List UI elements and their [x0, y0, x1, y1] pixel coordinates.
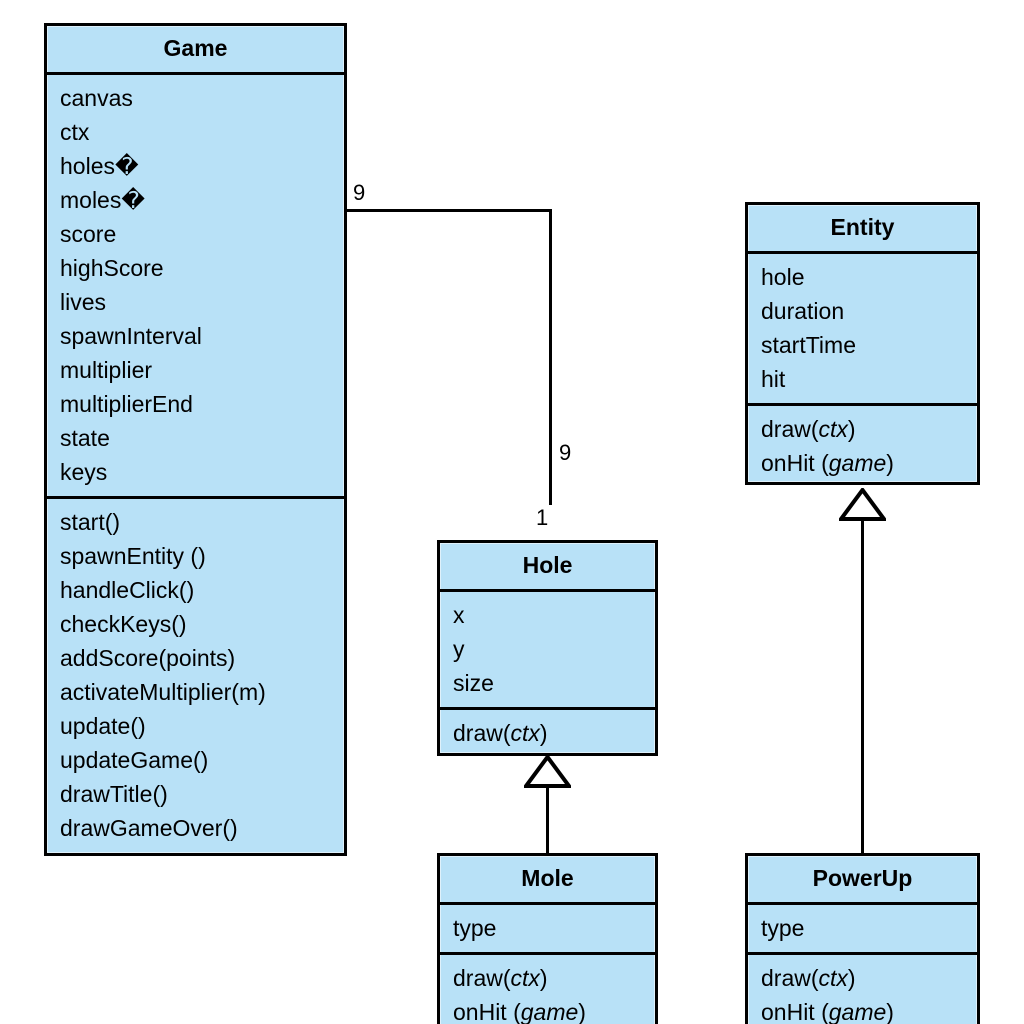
multiplicity-mid: 9 [559, 440, 572, 465]
attribute-row: canvas [60, 85, 133, 111]
class-methods-game: start() spawnEntity () handleClick() che… [47, 496, 344, 852]
attribute-row: size [453, 670, 494, 696]
class-methods-entity: draw(ctx) onHit (game) [748, 403, 977, 487]
class-box-entity[interactable]: Entity hole duration startTime hit draw(… [745, 202, 980, 485]
method-row: spawnEntity () [60, 543, 206, 569]
class-title-powerup: PowerUp [748, 856, 977, 905]
class-attributes-hole: x y size [440, 592, 655, 707]
class-title-entity: Entity [748, 205, 977, 254]
attribute-row: hit [761, 366, 786, 392]
method-row: update() [60, 713, 146, 739]
method-row: drawGameOver() [60, 815, 238, 841]
method-row: onHit (game) [761, 450, 894, 476]
method-row: checkKeys() [60, 611, 187, 637]
attribute-row: type [453, 915, 497, 941]
class-title-hole: Hole [440, 543, 655, 592]
class-title-game: Game [47, 26, 344, 75]
attribute-row: highScore [60, 255, 164, 281]
method-row: draw(ctx) [761, 416, 856, 442]
attribute-row: score [60, 221, 117, 247]
attribute-row: state [60, 425, 110, 451]
attribute-row: ctx [60, 119, 90, 145]
class-methods-mole: draw(ctx) onHit (game) [440, 952, 655, 1024]
class-box-game[interactable]: Game canvas ctx holes� moles� score high… [44, 23, 347, 856]
attribute-row: multiplierEnd [60, 391, 193, 417]
class-methods-powerup: draw(ctx) onHit (game) [748, 952, 977, 1024]
attribute-row: x [453, 602, 465, 628]
method-row: onHit (game) [761, 999, 894, 1024]
method-row: draw(ctx) [453, 965, 548, 991]
association-line-game-hole-horizontal [346, 209, 552, 212]
class-box-powerup[interactable]: PowerUp type draw(ctx) onHit (game) [745, 853, 980, 1024]
method-row: handleClick() [60, 577, 195, 603]
multiplicity-game-side: 9 [353, 180, 366, 205]
attribute-row: moles� [60, 187, 145, 213]
attribute-row: y [453, 636, 465, 662]
attribute-row: startTime [761, 332, 856, 358]
method-row: start() [60, 509, 121, 535]
attribute-row: holes� [60, 153, 139, 179]
method-row: addScore(points) [60, 645, 236, 671]
class-attributes-entity: hole duration startTime hit [748, 254, 977, 403]
class-box-hole[interactable]: Hole x y size draw(ctx) [437, 540, 658, 756]
method-row: draw(ctx) [453, 720, 548, 746]
attribute-row: keys [60, 459, 108, 485]
class-box-mole[interactable]: Mole type draw(ctx) onHit (game) [437, 853, 658, 1024]
attribute-row: hole [761, 264, 805, 290]
attribute-row: type [761, 915, 805, 941]
attribute-row: lives [60, 289, 107, 315]
method-row: onHit (game) [453, 999, 586, 1024]
multiplicity-hole-side: 1 [536, 505, 549, 530]
attribute-row: multiplier [60, 357, 153, 383]
method-row: drawTitle() [60, 781, 168, 807]
class-attributes-game: canvas ctx holes� moles� score highScore… [47, 75, 344, 496]
attribute-row: duration [761, 298, 845, 324]
class-methods-hole: draw(ctx) [440, 707, 655, 757]
association-line-game-hole-vertical [549, 209, 552, 505]
method-row: updateGame() [60, 747, 209, 773]
generalization-line-powerup-entity [861, 518, 864, 855]
attribute-row: spawnInterval [60, 323, 202, 349]
method-row: draw(ctx) [761, 965, 856, 991]
class-title-mole: Mole [440, 856, 655, 905]
method-row: activateMultiplier(m) [60, 679, 266, 705]
class-attributes-powerup: type [748, 905, 977, 952]
generalization-line-mole-hole [546, 785, 549, 855]
class-attributes-mole: type [440, 905, 655, 952]
